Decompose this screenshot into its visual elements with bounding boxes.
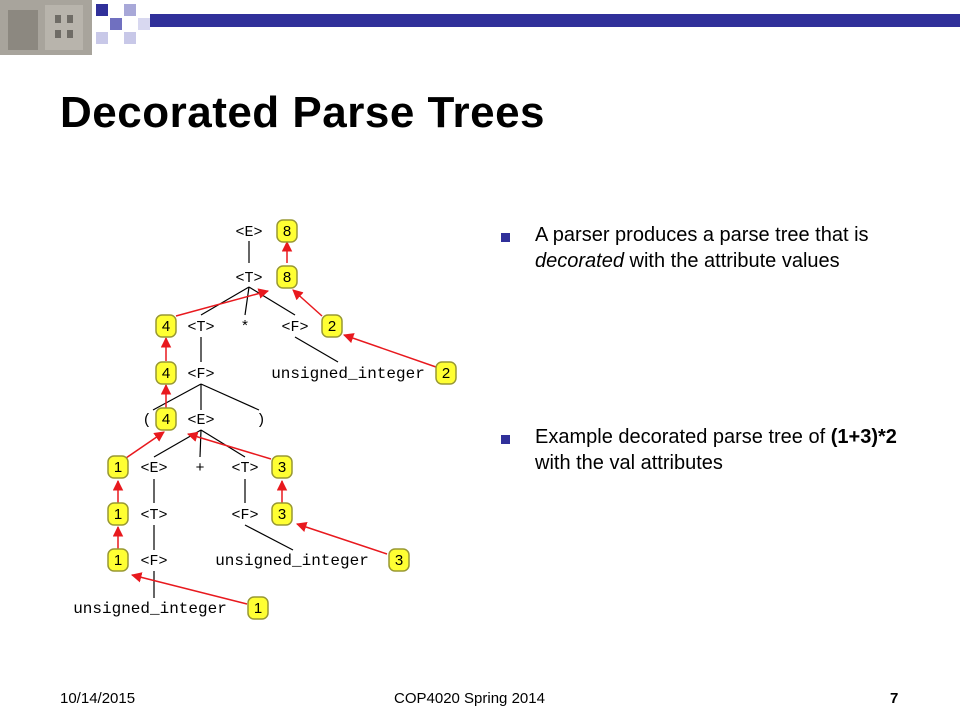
bullet-text-emphasis: decorated bbox=[535, 250, 624, 272]
header-banner bbox=[0, 0, 960, 55]
attribute-arrows bbox=[112, 240, 437, 605]
value-badge bbox=[276, 265, 298, 289]
node-plus: + bbox=[195, 460, 204, 477]
value-badge bbox=[271, 502, 293, 526]
bullet-text-post: with the attribute values bbox=[623, 250, 840, 272]
deco-square bbox=[110, 18, 122, 30]
value-badge bbox=[107, 455, 129, 479]
value-badge-text: 8 bbox=[283, 269, 291, 286]
value-badge-text: 8 bbox=[283, 223, 291, 240]
node-E-root: <E> bbox=[235, 224, 262, 241]
value-badge-text: 3 bbox=[278, 459, 286, 476]
bullet-square-icon bbox=[501, 233, 510, 242]
value-badge-text: 1 bbox=[114, 552, 122, 569]
bullet-text-pre: Example decorated parse tree of bbox=[535, 426, 831, 448]
parse-tree-diagram: <E> <T> <T> * <F> <F> unsigned_integer (… bbox=[73, 219, 457, 620]
footer-page-number: 7 bbox=[890, 690, 899, 707]
deco-square bbox=[96, 32, 108, 44]
node-lparen: ( bbox=[142, 412, 151, 429]
value-badge-text: 3 bbox=[395, 552, 403, 569]
deco-square bbox=[124, 4, 136, 16]
value-badge bbox=[247, 596, 269, 620]
bullet-list: A parser produces a parse tree that is d… bbox=[497, 222, 917, 476]
node-F-right: <F> bbox=[281, 319, 308, 336]
value-badge-text: 2 bbox=[328, 318, 336, 335]
deco-square bbox=[138, 18, 150, 30]
bullet-text-pre: A parser produces a parse tree that is bbox=[535, 224, 869, 246]
node-E-inner: <E> bbox=[187, 412, 214, 429]
value-badge bbox=[155, 361, 177, 385]
node-T-one: <T> bbox=[140, 507, 167, 524]
value-badge-text: 4 bbox=[162, 365, 170, 382]
footer-date: 10/14/2015 bbox=[60, 690, 136, 707]
bullet-item: Example decorated parse tree of (1+3)*2 … bbox=[497, 424, 917, 476]
value-badge bbox=[276, 219, 298, 243]
bullet-text-post: with the val attributes bbox=[535, 452, 723, 474]
bullet-square-icon bbox=[501, 435, 510, 444]
node-rparen: ) bbox=[256, 412, 265, 429]
value-badge-text: 2 bbox=[442, 365, 450, 382]
value-badges: 8 8 4 2 4 2 4 1 3 1 3 1 3 1 bbox=[107, 219, 457, 620]
value-badge-text: 3 bbox=[278, 506, 286, 523]
node-token-1: unsigned_integer bbox=[73, 600, 227, 618]
value-badge-text: 1 bbox=[114, 506, 122, 523]
node-T-top: <T> bbox=[235, 270, 262, 287]
value-badge bbox=[388, 548, 410, 572]
node-F-paren: <F> bbox=[187, 366, 214, 383]
value-badge bbox=[107, 548, 129, 572]
value-badge-text: 4 bbox=[162, 411, 170, 428]
value-badge-text: 4 bbox=[162, 318, 170, 335]
value-badge bbox=[321, 314, 343, 338]
node-T-plus: <T> bbox=[231, 460, 258, 477]
node-E-left: <E> bbox=[140, 460, 167, 477]
node-F-three: <F> bbox=[231, 507, 258, 524]
value-badge bbox=[107, 502, 129, 526]
bullet-text-strong: (1+3)*2 bbox=[830, 426, 897, 448]
node-token-3: unsigned_integer bbox=[215, 552, 369, 570]
footer-course: COP4020 Spring 2014 bbox=[394, 690, 545, 707]
value-badge bbox=[155, 407, 177, 431]
node-times: * bbox=[240, 319, 249, 336]
tree-node-labels: <E> <T> <T> * <F> <F> unsigned_integer (… bbox=[73, 224, 425, 618]
value-badge-text: 1 bbox=[114, 459, 122, 476]
node-T-left: <T> bbox=[187, 319, 214, 336]
deco-square bbox=[96, 4, 108, 16]
tree-edges bbox=[152, 241, 339, 598]
value-badge-text: 1 bbox=[254, 600, 262, 617]
deco-square bbox=[124, 32, 136, 44]
value-badge bbox=[155, 314, 177, 338]
bullet-item: A parser produces a parse tree that is d… bbox=[497, 222, 917, 274]
slide-title: Decorated Parse Trees bbox=[60, 88, 546, 137]
node-F-one: <F> bbox=[140, 553, 167, 570]
value-badge bbox=[271, 455, 293, 479]
header-bar bbox=[150, 14, 960, 27]
value-badge bbox=[435, 361, 457, 385]
node-token-2: unsigned_integer bbox=[271, 365, 425, 383]
